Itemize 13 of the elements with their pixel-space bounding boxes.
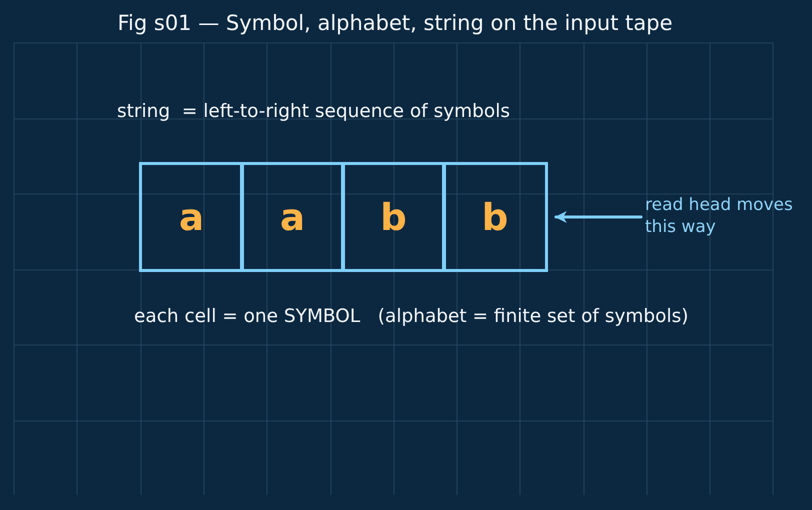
tape-cell xyxy=(240,162,345,272)
arrow xyxy=(554,211,642,223)
tape-cell xyxy=(341,162,446,272)
symbol-text: a xyxy=(179,198,204,236)
tape-cell xyxy=(139,162,244,272)
read-head-label: read head moves this way xyxy=(645,194,794,238)
title: Fig s01 — Symbol, alphabet, string on the input tape xyxy=(116,10,674,36)
note-text: each cell = one SYMBOL (alphabet = finite set of symbols) xyxy=(134,305,688,328)
tape-cell xyxy=(442,162,548,272)
symbol-text: a xyxy=(280,198,305,236)
symbol-text: b xyxy=(380,198,407,236)
symbol-text: b xyxy=(482,198,508,236)
note-text: string = left-to-right sequence of symbols xyxy=(117,100,510,124)
